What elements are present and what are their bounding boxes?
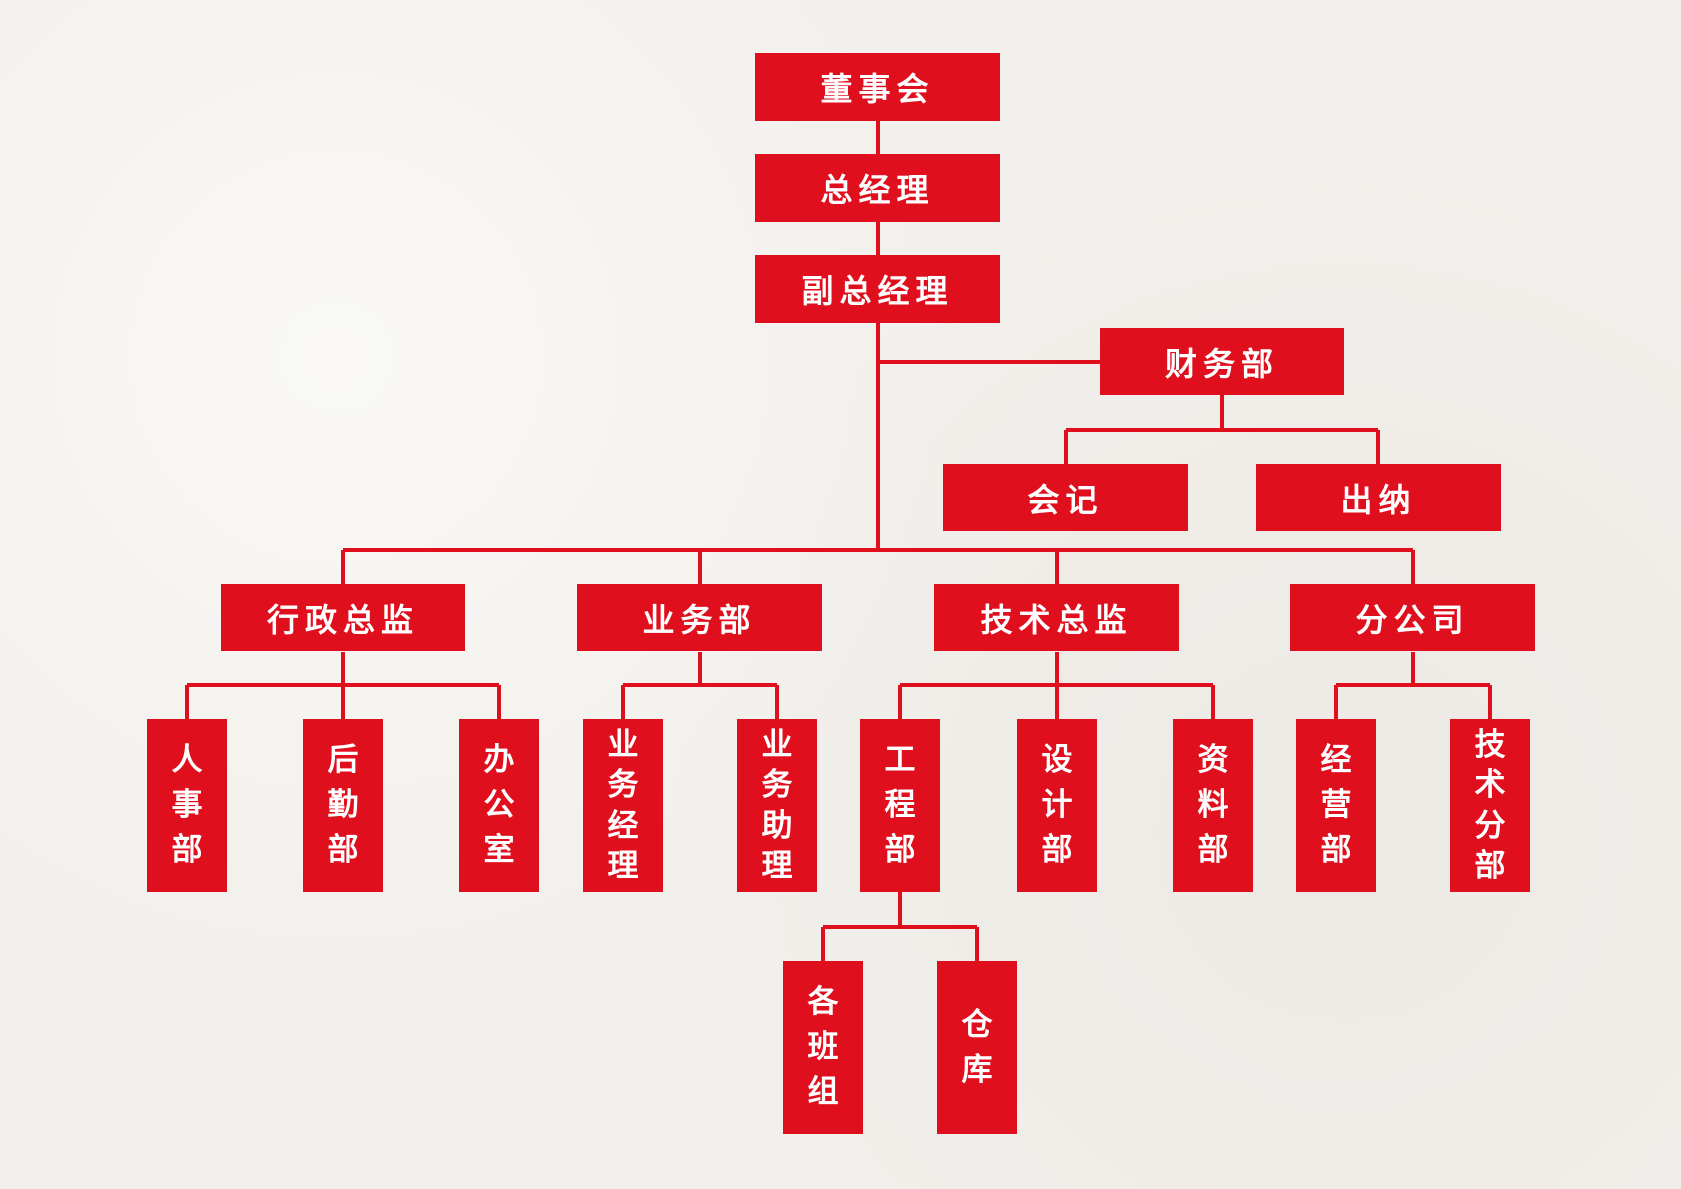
tech-branch-dept-box: 技 术 分 部	[1450, 719, 1530, 892]
office-box: 办 公 室	[459, 719, 539, 892]
branch-company-box: 分公司	[1290, 584, 1535, 651]
tech-director-box: 技术总监	[934, 584, 1179, 651]
general-manager-box: 总经理	[755, 154, 1000, 222]
work-teams-box: 各 班 组	[783, 961, 863, 1134]
operations-dept-box: 经 营 部	[1296, 719, 1376, 892]
deputy-general-manager-box: 副总经理	[755, 255, 1000, 323]
finance-dept-box: 财务部	[1100, 328, 1344, 395]
data-dept-box: 资 料 部	[1173, 719, 1253, 892]
engineering-dept-box: 工 程 部	[860, 719, 940, 892]
cashier-box: 出纳	[1256, 464, 1501, 531]
admin-director-box: 行政总监	[221, 584, 465, 651]
accounting-box: 会记	[943, 464, 1188, 531]
board-box: 董事会	[755, 53, 1000, 121]
hr-dept-box: 人 事 部	[147, 719, 227, 892]
business-manager-box: 业 务 经 理	[583, 719, 663, 892]
business-assistant-box: 业 务 助 理	[737, 719, 817, 892]
warehouse-box: 仓 库	[937, 961, 1017, 1134]
logistics-dept-box: 后 勤 部	[303, 719, 383, 892]
business-dept-box: 业务部	[577, 584, 822, 651]
design-dept-box: 设 计 部	[1017, 719, 1097, 892]
